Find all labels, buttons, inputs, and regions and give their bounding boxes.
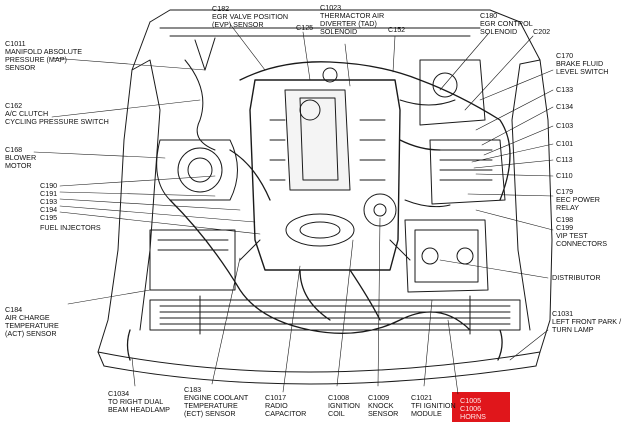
right-components [363,59,506,293]
label-c110: C110 [556,171,573,180]
leader-lines [33,23,554,395]
horns-highlight-box [452,392,510,422]
label-c134: C134 [556,102,574,111]
engine-block [239,67,411,271]
left-components [149,37,238,291]
label-c152: C152 [388,25,406,34]
label-c113: C113 [556,155,573,164]
label-c103: C103 [556,121,574,130]
label-c125: C125 [296,23,314,32]
label-c101: C101 [556,139,574,148]
label-c202: C202 [533,27,551,36]
label-fuel-injectors: FUEL INJECTORS [40,223,101,232]
label-distributor: DISTRIBUTOR [552,273,601,282]
label-c133: C133 [556,85,574,94]
vehicle-body-outline [97,9,553,385]
radiator [149,295,521,335]
wiring-harness [126,61,511,361]
